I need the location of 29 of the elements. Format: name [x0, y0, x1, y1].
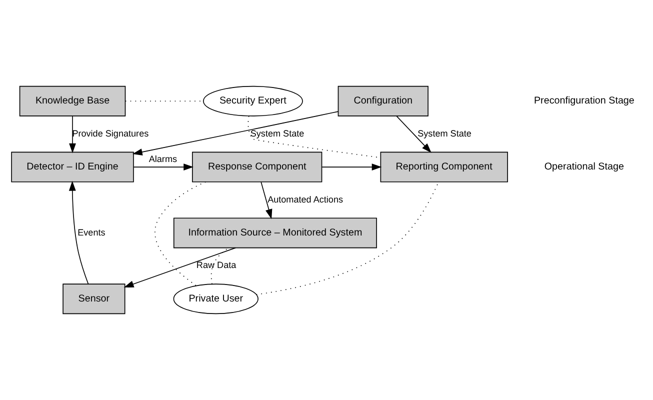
- edge-label: Alarms: [148, 154, 178, 164]
- edge-label: Provide Signatures: [72, 128, 149, 138]
- arrow: [68, 180, 89, 284]
- node-box: Information Source – Monitored System: [173, 218, 377, 248]
- arrow: [133, 164, 194, 170]
- node-box: Knowledge Base: [19, 86, 126, 116]
- label: Operational Stage: [544, 162, 624, 173]
- node-ellipse: Security Expert: [202, 86, 303, 116]
- edge-label: Events: [78, 227, 106, 238]
- edge-label: System State: [418, 128, 472, 138]
- node-box: Sensor: [62, 284, 126, 314]
- node-box: Reporting Component: [380, 152, 508, 182]
- node-box: Configuration: [338, 86, 428, 116]
- arrow: [132, 111, 339, 156]
- connector: [210, 248, 229, 284]
- label: Preconfiguration Stage: [534, 96, 634, 107]
- arrow: [260, 182, 272, 220]
- arrow: [69, 116, 76, 154]
- node-box: Response Component: [192, 152, 322, 182]
- connector: [154, 182, 206, 286]
- node-ellipse: Private User: [173, 284, 258, 314]
- connector: [256, 182, 439, 295]
- edge-label: Automated Actions: [268, 194, 343, 204]
- edge-label: Raw Data: [196, 260, 236, 270]
- arrow: [124, 247, 236, 288]
- arrow: [322, 164, 382, 170]
- arrow: [396, 116, 432, 153]
- node-box: Detector – ID Engine: [11, 152, 134, 182]
- edge-label: System State: [250, 128, 304, 138]
